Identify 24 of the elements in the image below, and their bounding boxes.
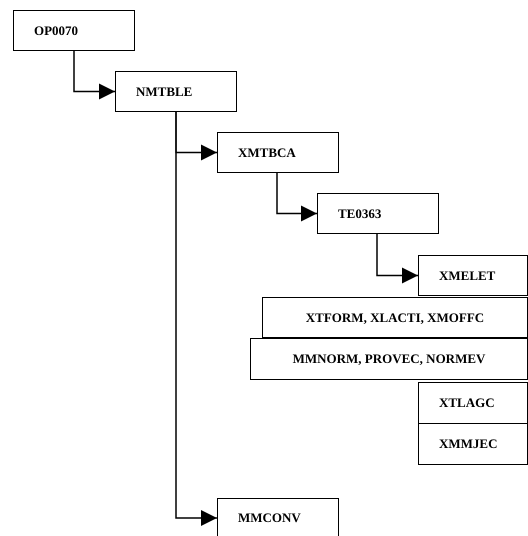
module-box — [262, 297, 528, 338]
module-name: XMMJEC — [439, 436, 498, 452]
elbow-arrow — [175, 112, 217, 526]
elbow-arrow — [73, 51, 115, 100]
module-name: NMTBLE — [136, 84, 192, 100]
module-name: XMELET — [439, 268, 496, 284]
module-name: MMNORM, PROVEC, NORMEV — [292, 351, 486, 367]
module-box — [217, 498, 339, 536]
module-name: OP0070 — [34, 22, 78, 38]
module-name: MMCONV — [238, 510, 301, 526]
module-name: TE0363 — [338, 206, 382, 222]
module-box — [115, 71, 237, 112]
module-name: XTFORM, XLACTI, XMOFFC — [306, 310, 484, 326]
elbow-arrow — [376, 234, 418, 284]
module-box — [13, 10, 135, 51]
module-name: XTLAGC — [439, 395, 495, 411]
module-box — [418, 423, 528, 465]
elbow-arrow — [276, 173, 317, 222]
module-box — [418, 255, 528, 296]
module-name: XMTBCA — [238, 144, 296, 160]
module-box — [250, 338, 528, 380]
module-box — [217, 132, 339, 173]
module-box — [317, 193, 439, 234]
module-box — [418, 382, 528, 424]
